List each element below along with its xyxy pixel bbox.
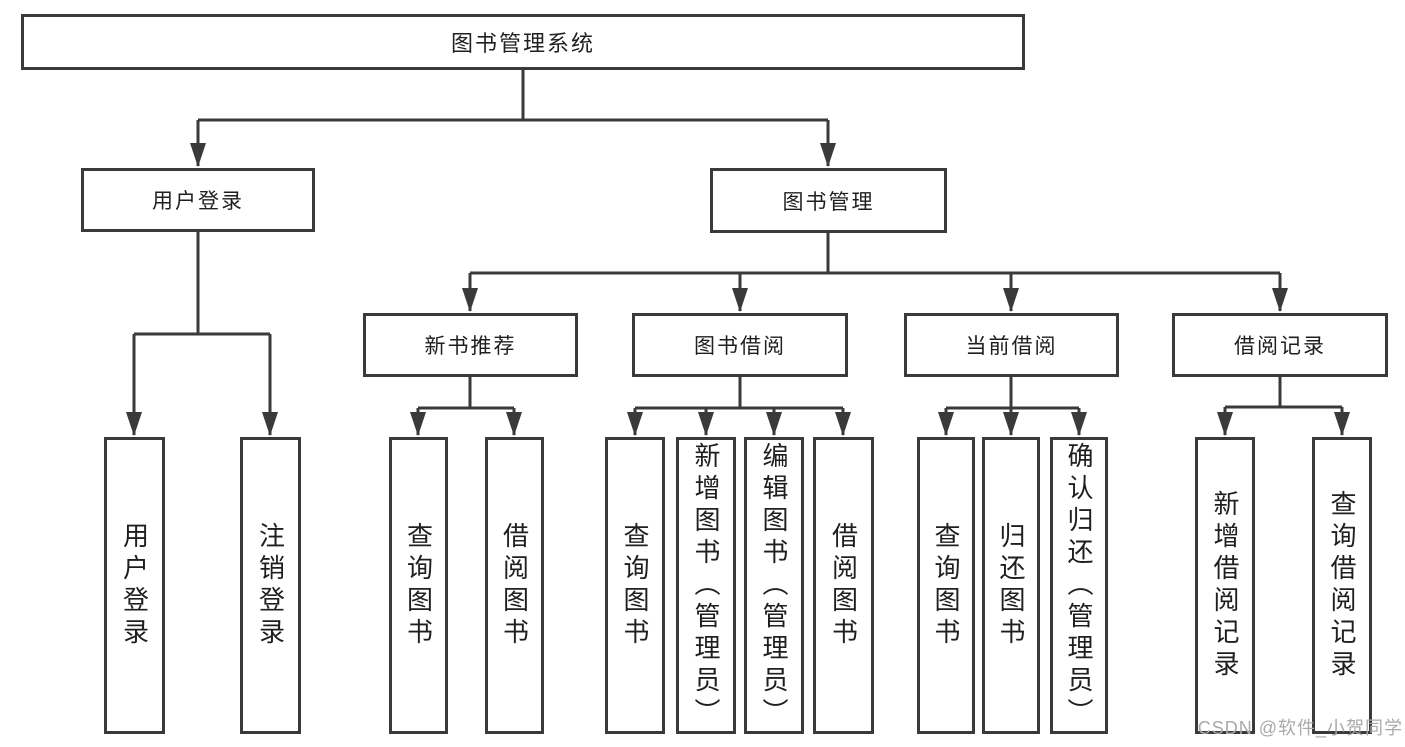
- node-current-borrowing: 当前借阅: [904, 313, 1119, 377]
- leaf-query-borrow-record: 查询借阅记录: [1312, 437, 1372, 734]
- leaf-borrow-books-recommend: 借阅图书: [485, 437, 544, 734]
- node-library-management-system: 图书管理系统: [21, 14, 1025, 70]
- connector-user-login-branch: [126, 232, 278, 436]
- leaf-add-books-admin: 新增图书（管理员）: [676, 437, 736, 734]
- watermark: CSDN @软件_小贺同学: [1197, 718, 1403, 738]
- leaf-borrow-books-borrowing: 借阅图书: [813, 437, 874, 734]
- leaf-query-books-recommend: 查询图书: [389, 437, 448, 734]
- leaf-logout: 注销登录: [240, 437, 301, 734]
- leaf-edit-books-admin: 编辑图书（管理员）: [744, 437, 804, 734]
- connector-borrow-records-branch: [1217, 377, 1350, 436]
- leaf-add-borrow-record: 新增借阅记录: [1195, 437, 1255, 734]
- leaf-query-books-current: 查询图书: [917, 437, 975, 734]
- node-user-login: 用户登录: [81, 168, 315, 232]
- connector-root-branch: [190, 70, 836, 167]
- leaf-return-books: 归还图书: [982, 437, 1040, 734]
- node-book-borrowing: 图书借阅: [632, 313, 848, 377]
- connector-new-book-branch: [410, 377, 522, 436]
- connector-book-mgmt-branch: [462, 233, 1288, 312]
- leaf-user-login: 用户登录: [104, 437, 165, 734]
- leaf-query-books-borrowing: 查询图书: [605, 437, 665, 734]
- leaf-confirm-return-admin: 确认归还（管理员）: [1050, 437, 1108, 734]
- connector-book-borrow-branch: [627, 377, 851, 436]
- connector-current-borrow-branch: [938, 377, 1087, 436]
- node-book-management: 图书管理: [710, 168, 947, 233]
- node-new-book-recommendation: 新书推荐: [363, 313, 578, 377]
- node-borrowing-records: 借阅记录: [1172, 313, 1388, 377]
